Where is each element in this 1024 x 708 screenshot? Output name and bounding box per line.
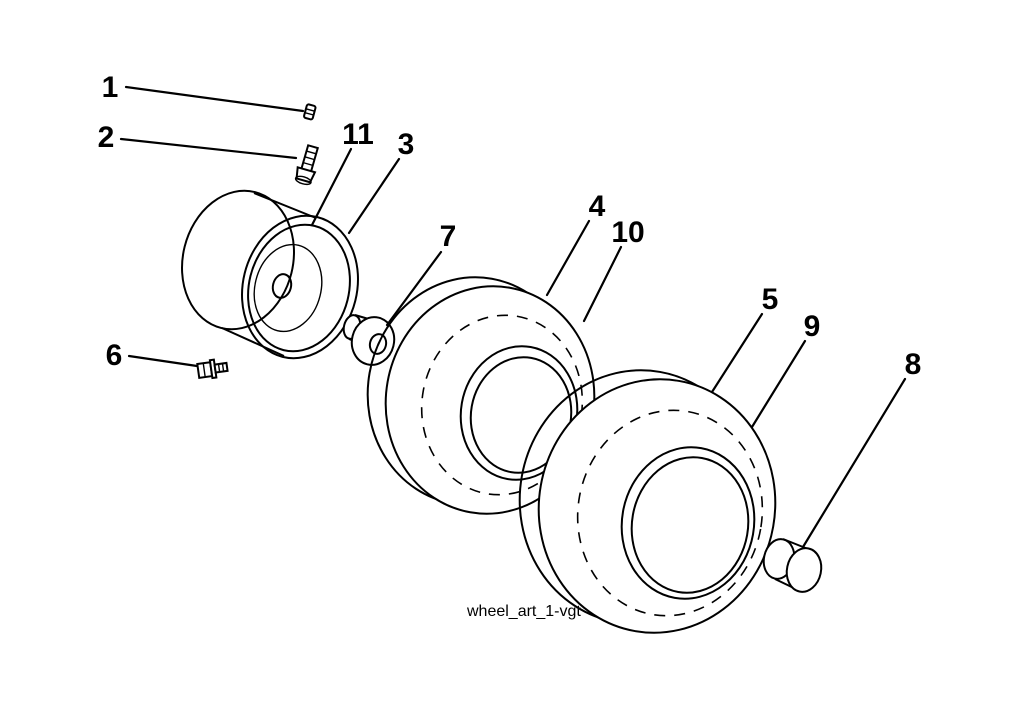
- callout-4: 4: [589, 190, 606, 223]
- valve-stem: [294, 144, 320, 186]
- leader-line-5: [710, 312, 764, 394]
- leader-line-3: [347, 157, 401, 235]
- leader-line-7: [385, 250, 443, 327]
- callout-2: 2: [98, 121, 115, 154]
- bolt-shank: [213, 361, 229, 374]
- callout-1: 1: [102, 71, 119, 104]
- rim-dish: [253, 243, 323, 333]
- sleeve-flange: [350, 316, 396, 366]
- valve-cap-ridge: [304, 111, 314, 116]
- tire-rear-outer: [537, 378, 777, 634]
- valve-stem-thread: [304, 156, 315, 161]
- leader-line-1: [124, 85, 305, 113]
- callout-5: 5: [762, 283, 779, 316]
- callout-7: 7: [440, 220, 457, 253]
- valve-stem-base: [295, 165, 317, 184]
- callout-9: 9: [804, 310, 821, 343]
- tire-rear-sidewall-ring: [620, 446, 756, 600]
- tire-rear: [518, 369, 777, 634]
- rim-outer-ring: [241, 214, 359, 360]
- callout-3: 3: [398, 128, 415, 161]
- leader-line-2: [119, 137, 298, 160]
- rim-back-flange: [181, 189, 295, 331]
- leader-lines: [119, 85, 907, 549]
- leader-line-8: [801, 377, 907, 549]
- leader-line-10: [582, 245, 623, 323]
- axle-cap: [762, 538, 823, 593]
- leader-line-11: [310, 147, 353, 227]
- flanged-sleeve: [342, 314, 396, 366]
- leader-line-4: [545, 219, 591, 297]
- bolt-head-facet: [202, 363, 206, 378]
- rim-hub-hole: [271, 273, 293, 299]
- axle-bolt: [196, 358, 229, 380]
- valve-cap-body: [303, 103, 317, 121]
- rim-barrel-bottom-line: [221, 327, 285, 357]
- callout-6: 6: [106, 339, 123, 372]
- valve-cap-ridge: [305, 108, 315, 112]
- rim-barrel-top-line: [253, 192, 317, 219]
- tire-rear-bead-hidden-line: [576, 409, 764, 617]
- bolt-thread: [221, 363, 225, 372]
- callout-10: 10: [611, 216, 644, 249]
- rim-front-flange: [247, 223, 351, 353]
- tire-rear-hole: [630, 456, 750, 594]
- leader-line-6: [127, 354, 199, 368]
- bolt-thread: [217, 363, 221, 373]
- valve-stem-base-rim: [294, 175, 312, 186]
- leader-line-9: [750, 339, 807, 429]
- valve-cap: [303, 103, 317, 121]
- callout-11: 11: [342, 118, 374, 151]
- wheel-rim: [181, 189, 359, 360]
- axle-cap-front: [785, 547, 823, 593]
- callout-8: 8: [905, 348, 922, 381]
- diagram-caption: wheel_art_1-vgt: [466, 603, 581, 620]
- valve-stem-thread: [306, 150, 317, 155]
- valve-stem-thread: [303, 161, 313, 167]
- callout-numbers: 1 2 11 3 7 4 10 5 9 8 6: [98, 71, 922, 381]
